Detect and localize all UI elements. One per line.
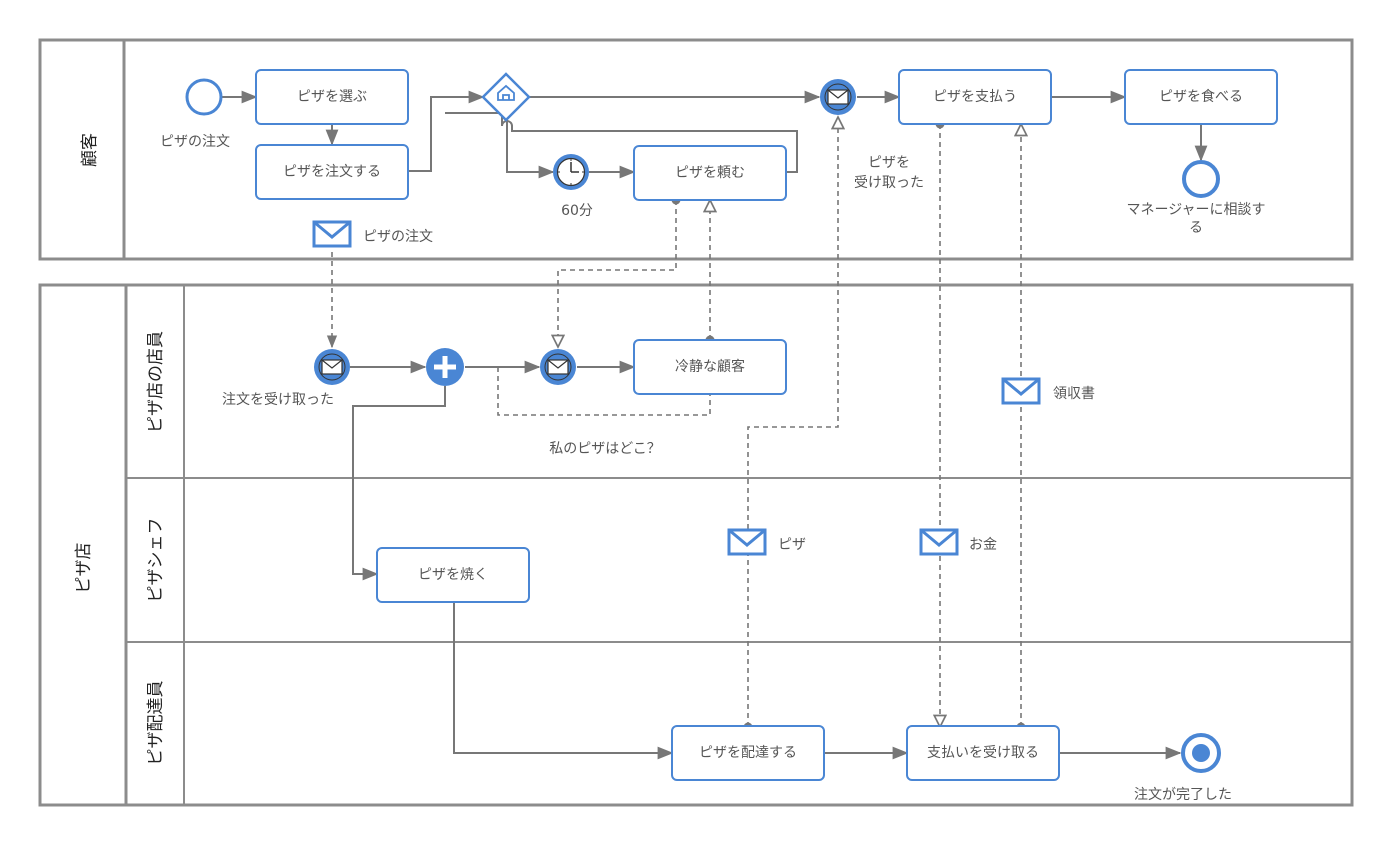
lane-clerk-label: ピザ店の店員 xyxy=(146,331,166,433)
task-choose-label: ピザを選ぶ xyxy=(297,89,367,105)
flow-parallel-bake xyxy=(352,386,446,581)
task-order-label: ピザを注文する xyxy=(283,164,381,180)
msgflow-where xyxy=(497,367,711,416)
pool-pizzeria-label: ピザ店 xyxy=(74,543,94,594)
message-envelopes: ピザの注文 私のピザはどこ？ 領収書 ピザ お金 xyxy=(312,220,1095,556)
task-bake-label: ピザを焼く xyxy=(418,567,488,583)
task-deliver-label: ピザを配達する xyxy=(699,745,797,761)
envelope-icon-money xyxy=(919,528,959,556)
timer-event-label: 60分 xyxy=(561,203,593,219)
start-event[interactable] xyxy=(185,78,223,116)
task-choose[interactable]: ピザを選ぶ xyxy=(255,69,409,125)
lane-chef-label: ピザシェフ xyxy=(146,518,166,603)
envelope-icon-order xyxy=(312,220,352,248)
flow-gateway-timer xyxy=(506,120,555,179)
order-received-event[interactable] xyxy=(314,349,350,385)
msgflow-pizza xyxy=(748,117,838,727)
house-icon xyxy=(497,84,515,101)
task-calm-label: 冷静な顧客 xyxy=(675,358,745,375)
task-receive-payment-label: 支払いを受け取る xyxy=(927,745,1039,761)
task-bake[interactable]: ピザを焼く xyxy=(376,547,530,603)
task-pay[interactable]: ピザを支払う xyxy=(898,69,1052,125)
task-deliver[interactable]: ピザを配達する xyxy=(671,725,825,781)
message-pizza-label: ピザ xyxy=(778,537,806,553)
order-received-label: 注文を受け取った xyxy=(222,392,334,408)
tasks: ピザを選ぶ ピザを注文する ピザを頼む ピザを支払う ピザを食べる 冷静な顧客 … xyxy=(255,69,1278,781)
task-eat-label: ピザを食べる xyxy=(1159,88,1243,105)
message-money-label: お金 xyxy=(969,537,997,553)
pizza-received-label-2: 受け取った xyxy=(854,175,924,191)
task-ask-label: ピザを頼む xyxy=(675,165,745,181)
task-eat[interactable]: ピザを食べる xyxy=(1124,69,1278,125)
task-order[interactable]: ピザを注文する xyxy=(255,144,409,200)
end-event-manager[interactable] xyxy=(1182,160,1220,198)
sequence-flows xyxy=(222,90,1208,760)
task-receive-payment[interactable]: 支払いを受け取る xyxy=(906,725,1060,781)
task-pay-label: ピザを支払う xyxy=(933,89,1017,105)
envelope-icon-pizza xyxy=(727,528,767,556)
pizza-received-label-1: ピザを xyxy=(868,155,910,171)
pool-customer-label: 顧客 xyxy=(80,133,100,167)
message-receipt-label: 領収書 xyxy=(1053,385,1095,402)
flow-bake-deliver xyxy=(453,602,674,760)
parallel-gateway[interactable] xyxy=(426,348,464,386)
msgflow-ask xyxy=(558,200,676,347)
message-flows xyxy=(326,117,1021,727)
task-ask[interactable]: ピザを頼む xyxy=(633,145,787,201)
end-manager-label-1: マネージャーに相談す xyxy=(1126,202,1265,218)
message-where-label: 私のピザはどこ？ xyxy=(549,441,661,457)
events: ピザの注文 60分 ピザを 受け取った xyxy=(160,72,1266,803)
where-pizza-event[interactable] xyxy=(540,349,576,385)
pizza-received-event[interactable] xyxy=(820,79,856,115)
flow-order-gateway xyxy=(408,90,485,172)
event-gateway[interactable] xyxy=(481,72,531,122)
envelope-icon-receipt xyxy=(1001,377,1041,405)
message-order-label: ピザの注文 xyxy=(363,229,433,245)
end-manager-label-2: る xyxy=(1189,220,1203,236)
timer-event[interactable] xyxy=(553,154,589,190)
end-event-complete[interactable] xyxy=(1181,733,1221,773)
flow-ask-back xyxy=(445,112,798,173)
task-calm[interactable]: 冷静な顧客 xyxy=(633,339,787,395)
start-event-label: ピザの注文 xyxy=(160,134,230,150)
lane-delivery-label: ピザ配達員 xyxy=(146,681,166,766)
end-complete-label: 注文が完了した xyxy=(1134,787,1232,803)
